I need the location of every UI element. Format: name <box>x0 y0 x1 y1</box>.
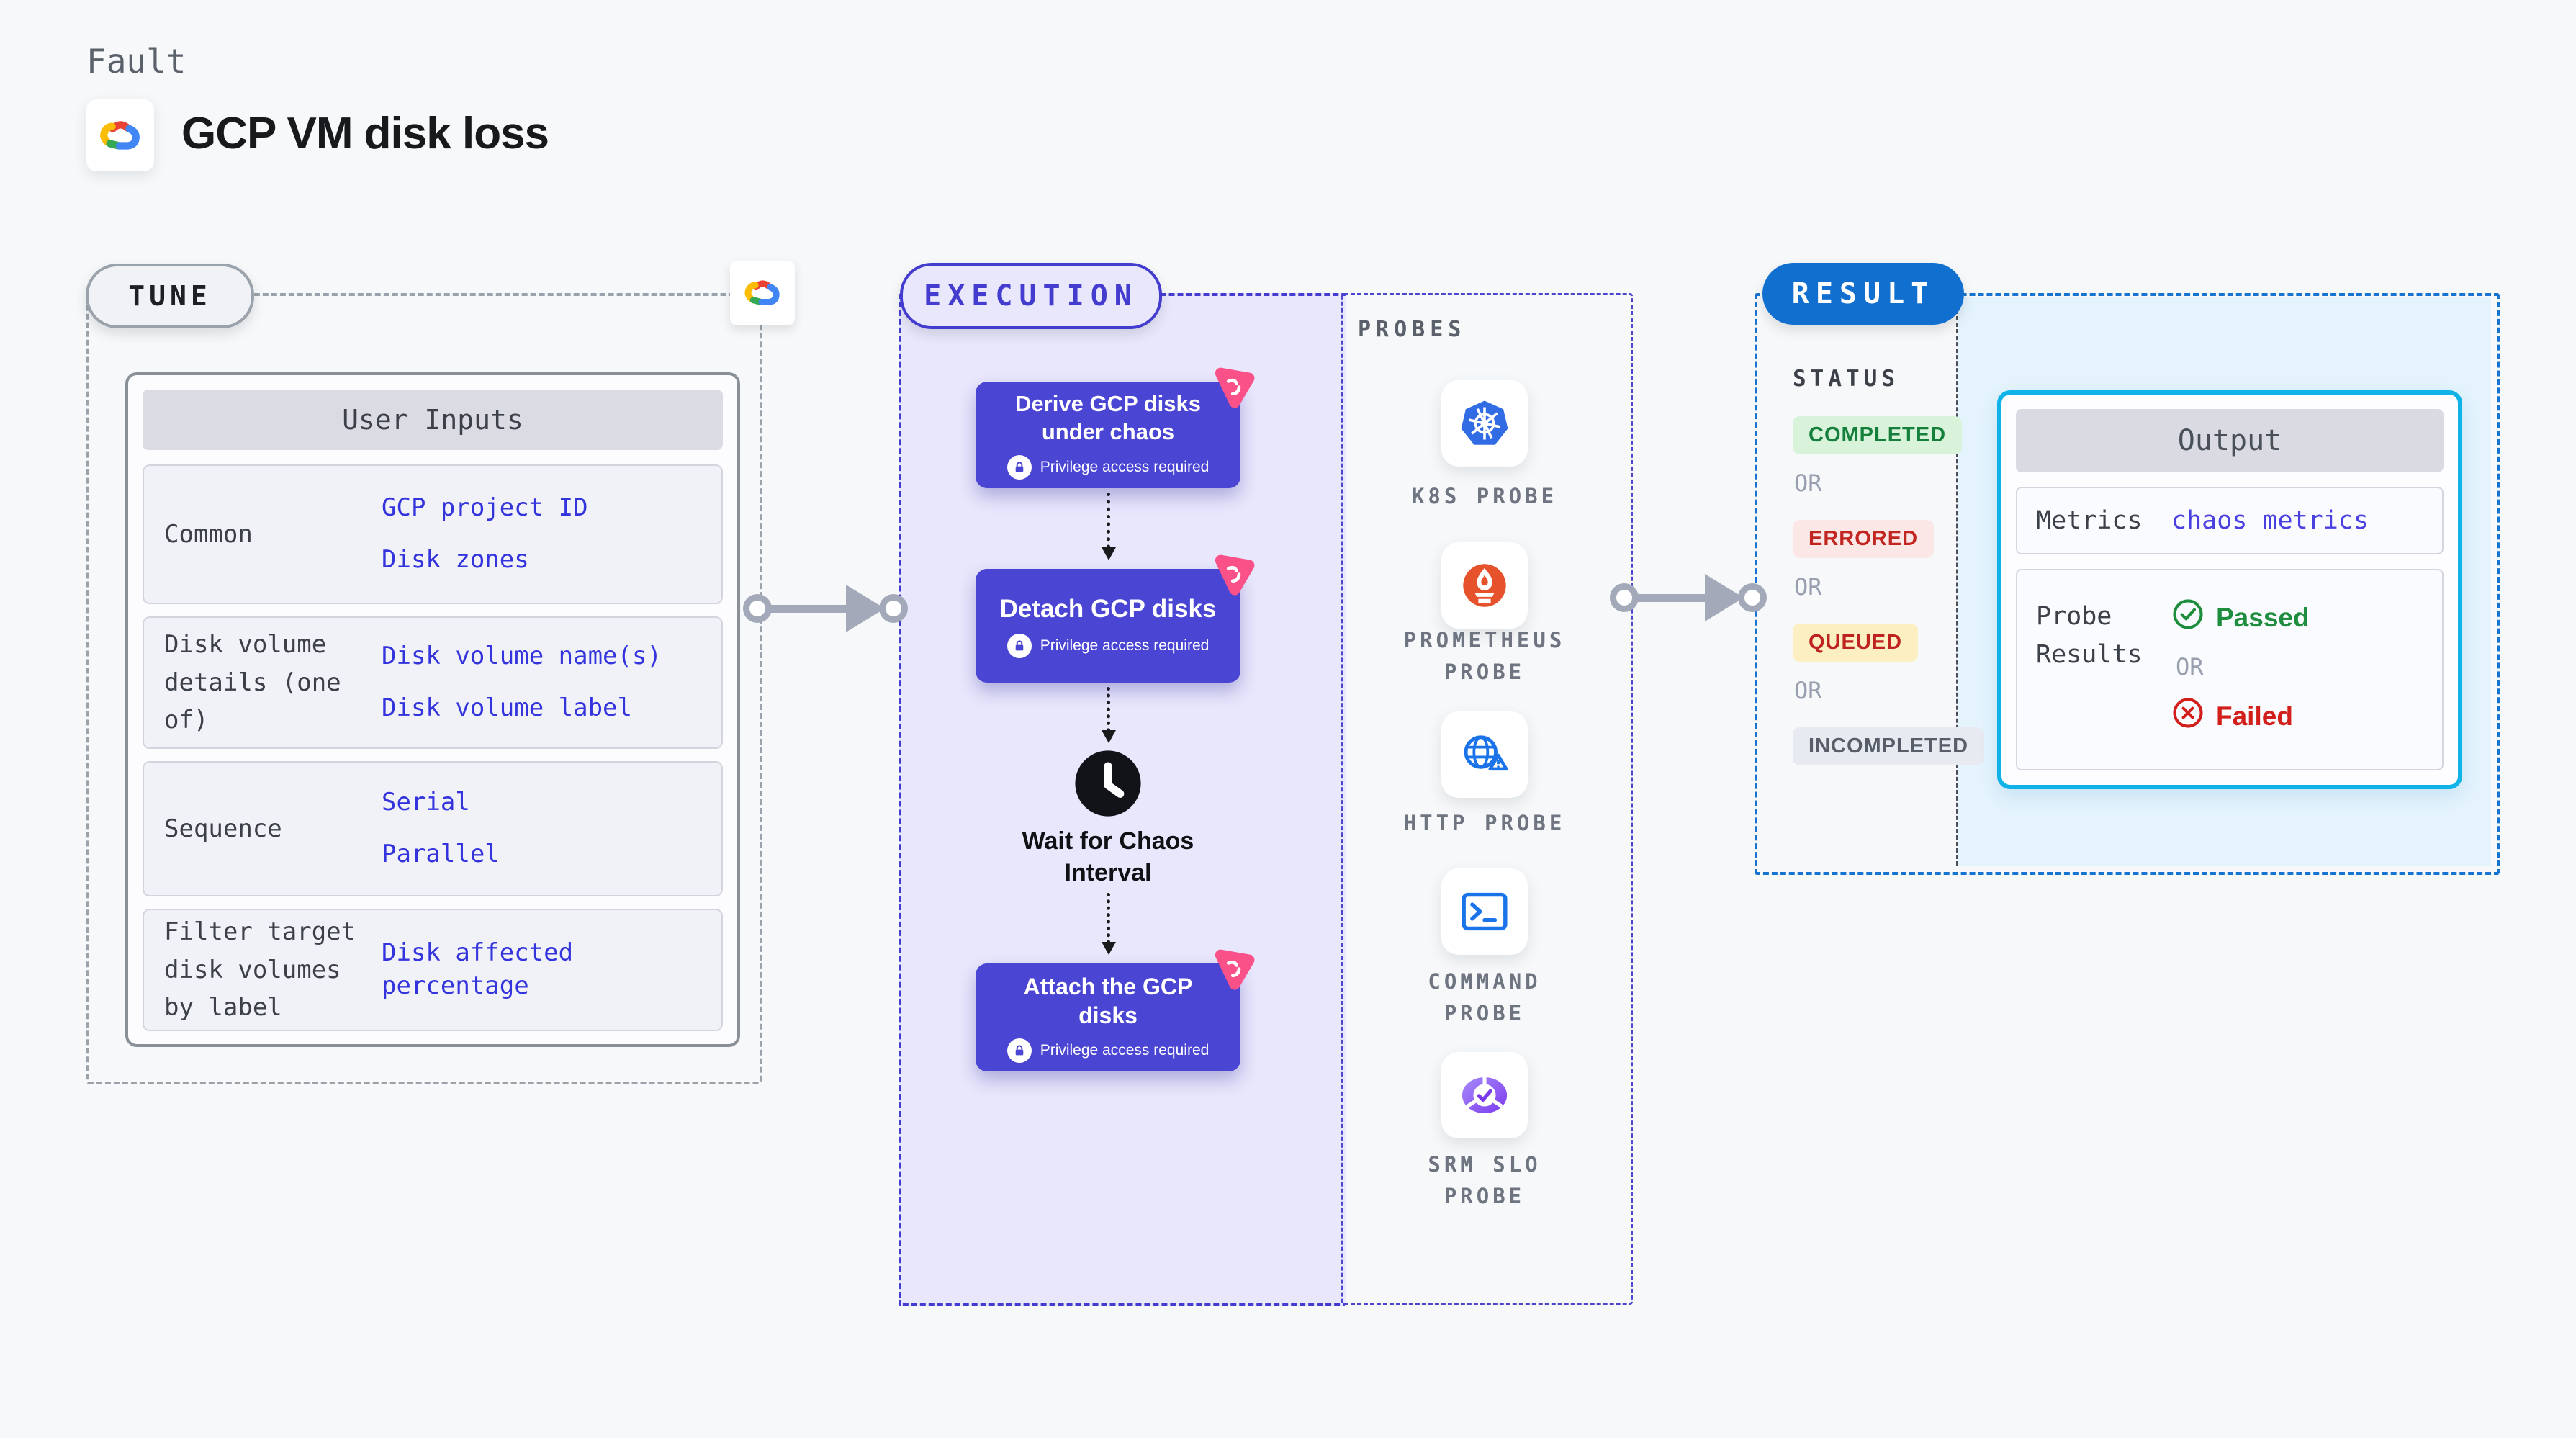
terminal-icon <box>1441 868 1528 955</box>
privilege-note: Privilege access required <box>976 633 1240 658</box>
execution-node-derive-disks: Derive GCP disks under chaos Privilege a… <box>976 367 1255 488</box>
probe-result-passed: Passed <box>2171 598 2310 637</box>
passed-label: Passed <box>2216 602 2310 632</box>
connector-dot <box>1610 583 1639 612</box>
execution-node-detach-disks: Detach GCP disks Privilege access requir… <box>976 554 1255 683</box>
or-label: OR <box>2176 653 2204 680</box>
user-inputs-row-sequence: Sequence Serial Parallel <box>143 761 723 896</box>
http-globe-icon <box>1441 711 1528 798</box>
row-label: Filter target disk volumes by label <box>164 917 356 1023</box>
probe-label: HTTP PROBE <box>1403 811 1566 835</box>
row-value: Disk volume name(s) <box>382 642 662 671</box>
x-circle-icon <box>2171 696 2205 736</box>
connector-dot <box>743 594 772 623</box>
row-value: Disk affected percentage <box>382 938 574 1000</box>
execution-node-attach-disks: Attach the GCP disks Privilege access re… <box>976 949 1255 1071</box>
probes-to-result-arrow <box>1610 573 1767 622</box>
status-header: STATUS <box>1793 366 1899 392</box>
user-inputs-row-disk-volume: Disk volume details (one of) Disk volume… <box>143 616 723 749</box>
flow-connector <box>1102 493 1116 560</box>
probes-header: PROBES <box>1358 317 1467 342</box>
tune-badge: TUNE <box>86 264 254 328</box>
metrics-value: chaos metrics <box>2171 506 2369 535</box>
gcp-cloud-icon <box>742 275 783 312</box>
row-label: Sequence <box>164 814 282 843</box>
probe-results-label: Probe Results <box>2036 602 2143 669</box>
output-header: Output <box>2016 409 2444 472</box>
row-value: Disk volume label <box>382 693 632 722</box>
tune-section-box <box>86 293 762 1084</box>
srm-slo-icon <box>1441 1052 1528 1138</box>
or-label: OR <box>1794 573 1822 601</box>
connector-dot <box>879 594 908 623</box>
privilege-note-text: Privilege access required <box>1040 458 1210 475</box>
row-value: Disk zones <box>382 545 529 574</box>
probe-result-failed: Failed <box>2171 696 2310 736</box>
row-value: Parallel <box>382 840 500 868</box>
gcp-target-card <box>730 261 795 325</box>
arrow-head-icon <box>1705 574 1744 621</box>
node-title: Detach GCP disks <box>999 595 1217 624</box>
probe-label: COMMAND PROBE <box>1428 969 1541 1025</box>
row-label: Common <box>164 519 253 549</box>
fault-kicker: Fault <box>86 42 186 81</box>
privilege-note-text: Privilege access required <box>1040 637 1210 654</box>
or-label: OR <box>1794 677 1822 704</box>
prometheus-icon <box>1441 542 1528 629</box>
privilege-note: Privilege access required <box>976 1038 1240 1063</box>
output-card: Output Metrics chaos metrics Probe Resul… <box>1997 390 2462 789</box>
chaos-icon <box>1208 548 1261 601</box>
probe-label: PROMETHEUS PROBE <box>1403 628 1566 684</box>
probe-label: K8S PROBE <box>1411 484 1558 508</box>
execution-badge: EXECUTION <box>900 263 1162 329</box>
wait-for-chaos-label: Wait for Chaos Interval <box>1022 827 1194 887</box>
result-badge: RESULT <box>1762 263 1964 325</box>
user-inputs-row-common: Common GCP project ID Disk zones <box>143 464 723 604</box>
kubernetes-icon <box>1441 380 1528 467</box>
user-inputs-row-filter: Filter target disk volumes by label Disk… <box>143 909 723 1031</box>
user-inputs-header: User Inputs <box>143 390 723 450</box>
user-inputs-table: User Inputs Common GCP project ID Disk z… <box>125 372 740 1047</box>
status-badge-errored: ERRORED <box>1793 520 1935 558</box>
privilege-note-text: Privilege access required <box>1040 1042 1210 1059</box>
node-title: Attach the GCP disks <box>1023 974 1193 1028</box>
flow-connector <box>1102 687 1116 743</box>
arrow-shaft <box>769 604 849 613</box>
probe-results-row: Probe Results Passed OR <box>2016 569 2444 770</box>
probe-label: SRM SLO PROBE <box>1428 1152 1541 1208</box>
result-divider <box>1956 297 1958 866</box>
check-circle-icon <box>2171 598 2205 637</box>
or-label: OR <box>1794 469 1822 497</box>
gcp-logo-card <box>86 99 154 171</box>
status-badge-queued: QUEUED <box>1793 624 1919 662</box>
row-value: Serial <box>382 788 470 817</box>
failed-label: Failed <box>2216 701 2293 731</box>
lock-icon <box>1006 1038 1032 1063</box>
arrow-shaft <box>1636 593 1708 602</box>
arrow-head-icon <box>846 585 885 632</box>
flow-connector <box>1102 893 1116 955</box>
privilege-note: Privilege access required <box>976 454 1240 480</box>
lock-icon <box>1006 454 1032 480</box>
row-label: Disk volume details (one of) <box>164 629 341 735</box>
connector-dot <box>1738 583 1767 612</box>
metrics-row: Metrics chaos metrics <box>2016 487 2444 554</box>
probes-section-box <box>1341 293 1633 1305</box>
chaos-icon <box>1208 361 1261 413</box>
metrics-label: Metrics <box>2036 505 2143 535</box>
tune-to-execution-arrow <box>743 584 908 633</box>
node-title: Derive GCP disks under chaos <box>1015 391 1201 444</box>
row-value: GCP project ID <box>382 493 588 523</box>
status-badge-incompleted: INCOMPLETED <box>1793 727 1985 765</box>
clock-icon <box>1073 749 1143 818</box>
chaos-icon <box>1208 943 1261 995</box>
gcp-cloud-icon <box>96 115 144 156</box>
page-title: GCP VM disk loss <box>181 109 549 158</box>
status-badge-completed: COMPLETED <box>1793 416 1963 454</box>
lock-icon <box>1006 633 1032 658</box>
